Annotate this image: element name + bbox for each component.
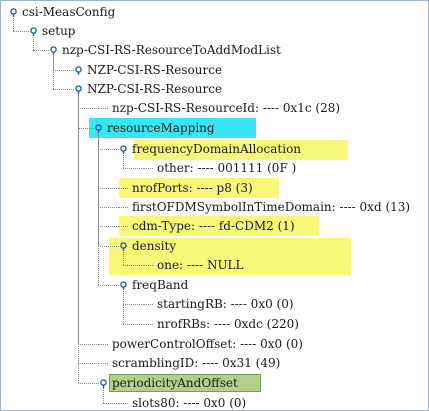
tree-node-label: density bbox=[132, 239, 177, 253]
tree-connector-line bbox=[53, 89, 74, 90]
leaf-node-icon bbox=[99, 104, 108, 113]
expanded-node-icon[interactable] bbox=[29, 27, 38, 36]
tree-connector-line bbox=[98, 226, 119, 227]
highlight-density bbox=[109, 238, 351, 275]
expanded-node-icon[interactable] bbox=[9, 8, 18, 17]
tree-node-label: startingRB: ---- 0x0 (0) bbox=[157, 297, 294, 311]
tree-node-label: NZP-CSI-RS-Resource bbox=[87, 63, 223, 77]
tree-connector-line bbox=[78, 363, 99, 364]
tree-connector-line bbox=[123, 153, 124, 168]
tree-connector-line bbox=[53, 70, 74, 71]
tree-connector-line bbox=[78, 108, 99, 109]
tree-connector-line bbox=[103, 403, 119, 404]
tree-node-label: firstOFDMSymbolInTimeDomain: ---- 0xd (1… bbox=[132, 200, 411, 214]
expanded-node-icon[interactable] bbox=[49, 46, 58, 55]
tree-node-label: nrofRBs: ---- 0xdc (220) bbox=[157, 317, 299, 331]
highlight-nrof-ports bbox=[119, 178, 279, 198]
tree-node-label: NZP-CSI-RS-Resource bbox=[87, 82, 223, 96]
tree-connector-line bbox=[78, 344, 99, 345]
expanded-node-icon[interactable] bbox=[99, 379, 108, 388]
tree-node-label: cdm-Type: ---- fd-CDM2 (1) bbox=[132, 219, 295, 233]
tree-connector-line bbox=[98, 246, 119, 247]
tree-connector-line bbox=[13, 16, 14, 31]
leaf-node-icon bbox=[144, 320, 153, 329]
leaf-node-icon bbox=[119, 222, 128, 231]
tree-connector-line bbox=[78, 128, 94, 129]
expanded-node-icon[interactable] bbox=[74, 66, 83, 75]
expanded-node-icon[interactable] bbox=[94, 124, 103, 133]
tree-connector-line bbox=[98, 149, 119, 150]
tree-node-label: powerControlOffset: ---- 0x0 (0) bbox=[112, 337, 303, 351]
highlight-periodicity-and-offset bbox=[109, 374, 261, 392]
highlight-resource-mapping bbox=[89, 118, 256, 138]
tree-connector-line bbox=[13, 31, 29, 32]
leaf-node-icon bbox=[144, 164, 153, 173]
tree-connector-line bbox=[53, 54, 54, 89]
tree-node-label: periodicityAndOffset bbox=[112, 376, 238, 390]
tree-node-label: setup bbox=[42, 24, 76, 38]
tree-connector-line bbox=[98, 188, 119, 189]
tree-connector-line bbox=[98, 207, 119, 208]
tree-node-label: one: ---- NULL bbox=[157, 258, 244, 272]
tree-node-label: nzp-CSI-RS-ResourceId: ---- 0x1c (28) bbox=[112, 101, 341, 115]
tree-node-label: resourceMapping bbox=[107, 121, 215, 135]
tree-connector-line bbox=[123, 250, 124, 265]
tree-node-label: frequencyDomainAllocation bbox=[132, 142, 302, 156]
leaf-node-icon bbox=[144, 300, 153, 309]
leaf-node-icon bbox=[99, 359, 108, 368]
expanded-node-icon[interactable] bbox=[74, 85, 83, 94]
expanded-node-icon[interactable] bbox=[119, 145, 128, 154]
tree-node-label: freqBand bbox=[132, 278, 189, 292]
tree-connector-line bbox=[123, 265, 144, 266]
tree-connector-line bbox=[123, 324, 144, 325]
tree-connector-line bbox=[98, 285, 119, 286]
tree-connector-line bbox=[123, 289, 124, 324]
leaf-node-icon bbox=[119, 399, 128, 408]
leaf-node-icon bbox=[144, 261, 153, 270]
tree-connector-line bbox=[78, 93, 79, 383]
highlight-frequency-domain-allocation bbox=[134, 140, 348, 160]
tree-connector-line bbox=[33, 50, 49, 51]
tree-connector-line bbox=[123, 168, 144, 169]
tree-connector-line bbox=[78, 383, 99, 384]
expanded-node-icon[interactable] bbox=[119, 242, 128, 251]
tree-node-label: slots80: ---- 0x0 (0) bbox=[132, 396, 247, 410]
tree-node-label: csi-MeasConfig bbox=[22, 5, 116, 19]
expanded-node-icon[interactable] bbox=[119, 281, 128, 290]
tree-connector-line bbox=[123, 304, 144, 305]
tree-node-label: nzp-CSI-RS-ResourceToAddModList bbox=[62, 43, 281, 57]
highlight-cdm-type bbox=[119, 216, 319, 236]
tree-node-label: scramblingID: ---- 0x31 (49) bbox=[112, 356, 281, 370]
tree-connector-line bbox=[33, 35, 34, 50]
tree-node-label: nrofPorts: ---- p8 (3) bbox=[132, 181, 253, 195]
tree-connector-line bbox=[103, 387, 104, 403]
tree-node-label: other: ---- 001111 (0F ) bbox=[157, 161, 297, 175]
leaf-node-icon bbox=[119, 184, 128, 193]
leaf-node-icon bbox=[99, 340, 108, 349]
tree-connector-line bbox=[98, 132, 99, 285]
leaf-node-icon bbox=[119, 203, 128, 212]
